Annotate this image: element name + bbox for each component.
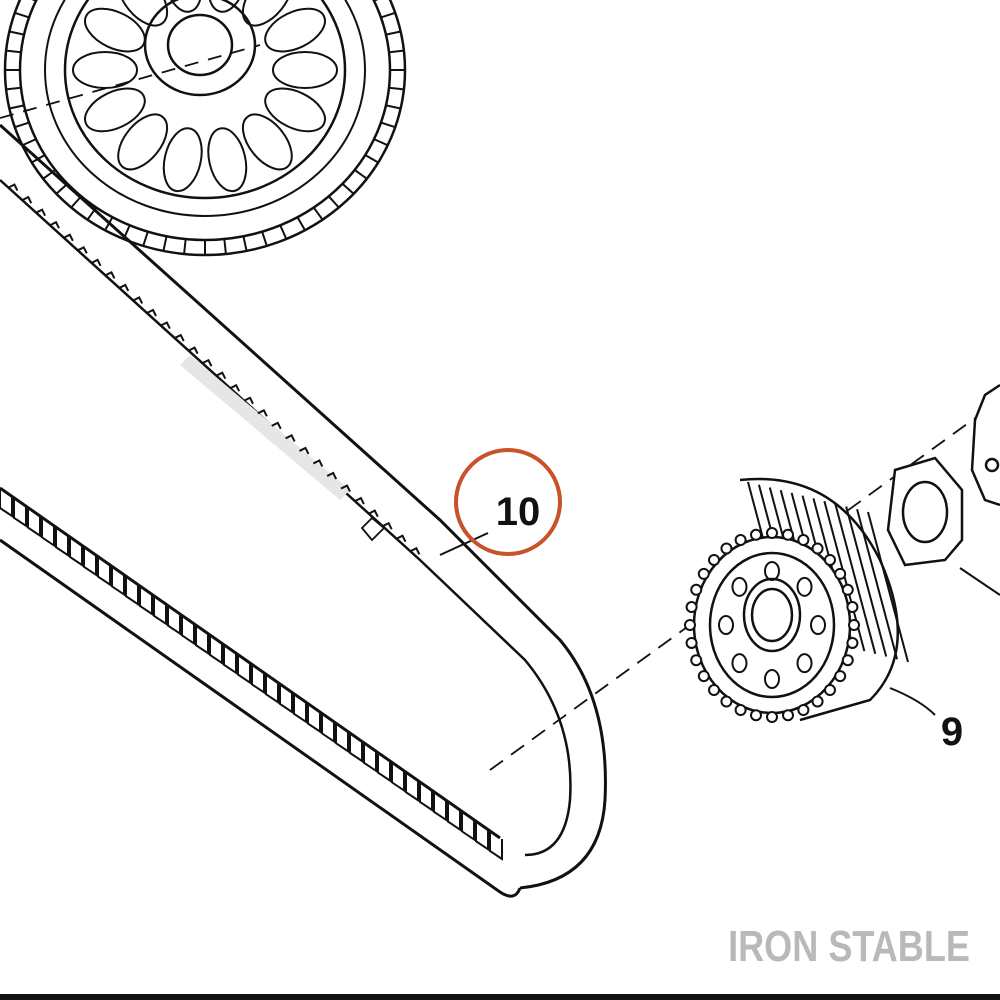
callout-10-leader [439, 532, 489, 556]
belt-logo-icon [360, 516, 386, 542]
brand-watermark: IRON STABLE [728, 922, 970, 971]
pulley-teeth [684, 527, 860, 723]
callout-9[interactable]: 9 [889, 687, 963, 754]
sprocket-teeth [5, 0, 405, 255]
leader-line-right [959, 567, 1000, 596]
drive-belt [0, 123, 607, 898]
rear-sprocket [0, 0, 407, 257]
belt-teeth-lower [0, 488, 503, 861]
callout-10-number: 10 [496, 490, 541, 534]
belt-teeth-upper [7, 183, 421, 555]
transmission-housing [970, 383, 1000, 507]
callout-9-number: 9 [941, 710, 963, 754]
callout-10[interactable]: 10 [439, 448, 562, 556]
callout-9-leader [889, 687, 936, 716]
pulley-nut [886, 456, 964, 567]
callout-10-highlight-ring [454, 448, 562, 556]
front-pulley [684, 477, 909, 723]
bottom-border [0, 994, 1000, 1000]
pulley-holes [718, 561, 826, 689]
sprocket-spokes [72, 0, 338, 193]
